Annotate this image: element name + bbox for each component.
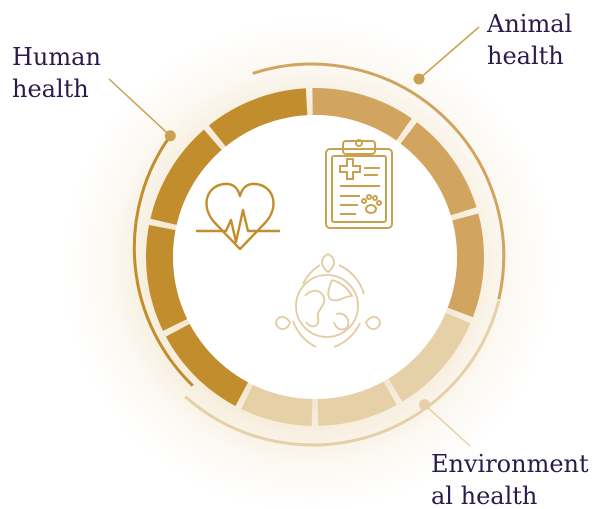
human-segment-4	[208, 88, 308, 147]
human-health-label-line2: health	[12, 75, 89, 103]
ring-segments	[145, 87, 485, 426]
environmental-health-label: Environment al health	[431, 448, 589, 509]
heartbeat-icon	[195, 182, 281, 251]
human-connector	[108, 78, 176, 142]
human-segment-2	[145, 225, 188, 331]
clipboard-paw-icon	[325, 139, 393, 229]
human-health-label-line1: Human	[12, 43, 101, 71]
environmental-segment-1	[388, 312, 471, 402]
environmental-segment-3	[241, 384, 313, 426]
human-health-label: Human health	[12, 41, 101, 105]
animal-connector	[413, 26, 480, 85]
environmental-health-label-line2: al health	[431, 482, 538, 509]
environmental-health-label-line1: Environment	[431, 450, 589, 478]
animal-health-label-line1: Animal	[487, 10, 573, 38]
human-outer-arc	[132, 134, 194, 387]
human-segment-3	[150, 129, 222, 225]
animal-segment-3	[447, 213, 485, 318]
environmental-segment-2	[317, 381, 397, 426]
animal-segment-2	[400, 122, 477, 216]
human-segment-1	[165, 323, 249, 407]
animal-segment-1	[312, 87, 412, 141]
animal-outer-arc	[252, 62, 506, 300]
globe-leaves-icon	[275, 252, 381, 348]
environmental-connector	[419, 399, 471, 447]
environmental-outer-arc	[184, 300, 501, 447]
animal-health-label: Animal health	[487, 8, 572, 72]
animal-health-label-line2: health	[487, 42, 564, 70]
inner-disc	[173, 115, 457, 399]
